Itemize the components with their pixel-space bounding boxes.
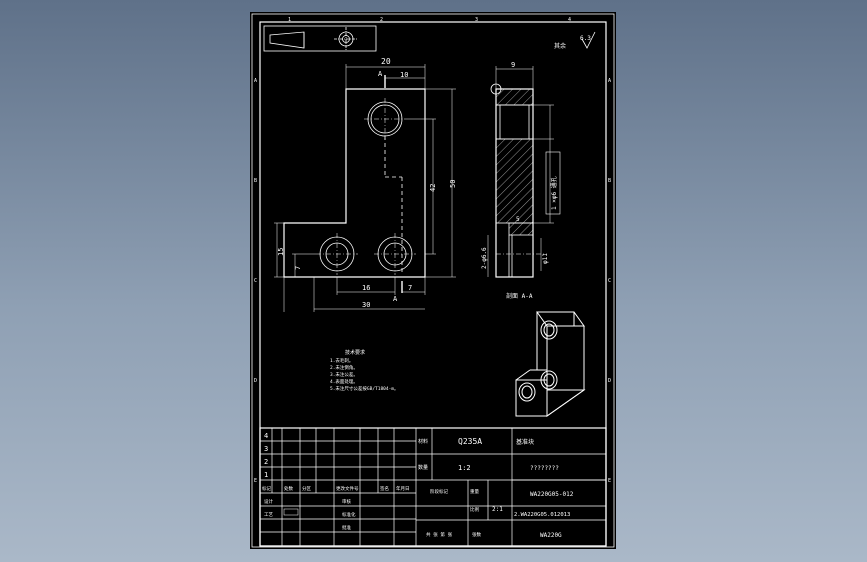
rev-row-2: 2 <box>264 458 268 466</box>
dim-9: 9 <box>511 61 515 69</box>
roughness-symbol: 6.3 其余 <box>554 31 596 50</box>
drawing-subtitle: ???????? <box>530 465 559 472</box>
scale-value: 2:1 <box>492 506 503 513</box>
zone-left-c: C <box>254 278 257 284</box>
section-line <box>384 136 403 274</box>
role-process: 工艺 <box>264 512 273 518</box>
tech-req-line-3: 3.未注公差。 <box>330 371 358 378</box>
header-sign: 签名 <box>380 485 389 492</box>
side-section-view: 9 1 ×φ6 通孔 5 2-φ6.6 φ11 剖面 A-A <box>481 61 561 300</box>
role-approve: 批准 <box>342 524 351 531</box>
dim-phi-11: φ11 <box>542 253 549 264</box>
drawing-title: 基准块 <box>516 438 534 446</box>
header-count: 处数 <box>284 485 293 492</box>
title-block: 4 3 2 1 标记 处数 分区 更改文件号 签名 年月日 设计 审核 工艺 标… <box>259 427 607 547</box>
zone-right-a: A <box>608 78 611 84</box>
tech-req-line-1: 1.去毛刺。 <box>330 357 353 364</box>
weight-label: 重量 <box>470 488 479 495</box>
zone-markers: 1 2 3 4 A B C D E A B C D E <box>254 17 611 484</box>
dim-2-phi-6-6: 2-φ6.6 <box>481 247 488 269</box>
material-value: Q235A <box>458 437 482 446</box>
qty-label: 数量 <box>418 464 428 471</box>
zone-left-a: A <box>254 78 257 84</box>
section-view-label: 剖面 A-A <box>506 292 533 300</box>
zone-top-4: 4 <box>568 17 571 23</box>
hole-callout-box <box>545 151 561 215</box>
front-view: A A 20 10 42 50 15 7 16 <box>274 57 457 312</box>
roughness-other-note: 其余 <box>554 42 566 50</box>
header-date: 年月日 <box>396 485 410 492</box>
zone-top-2: 2 <box>380 17 383 23</box>
tech-req-title: 技术要求 <box>345 349 365 356</box>
stage-label: 阶段标记 <box>430 488 448 495</box>
dim-16: 16 <box>362 284 370 292</box>
zone-right-c: C <box>608 278 611 284</box>
front-outline <box>283 88 426 278</box>
dim-30: 30 <box>362 301 370 309</box>
zone-right-d: D <box>608 378 611 384</box>
dim-7-bottom: 7 <box>408 284 412 292</box>
drawing-canvas: 1 2 3 4 A B C D E A B C D E 6.3 其余 <box>251 13 615 548</box>
sheet-count-label: 共 张 第 张 <box>426 531 453 538</box>
outer-border <box>251 13 615 548</box>
projection-symbol <box>263 25 377 52</box>
truncated-cone-icon <box>269 31 305 49</box>
hole-callout: 1 ×φ6 通孔 <box>550 176 558 210</box>
header-change-doc: 更改文件号 <box>336 485 359 492</box>
qty-value: 1:2 <box>458 464 471 472</box>
sheet-total-label: 张数 <box>472 531 481 538</box>
dim-7-left: 7 <box>294 266 302 270</box>
rev-row-4: 4 <box>264 432 268 440</box>
dim-50: 50 <box>449 180 457 188</box>
isometric-view <box>515 311 586 417</box>
section-mark-top: A <box>378 70 383 78</box>
role-review: 审核 <box>342 498 351 505</box>
drawing-sheet: 1 2 3 4 A B C D E A B C D E 6.3 其余 <box>250 12 616 549</box>
tech-req-line-5: 5.未注尺寸公差按GB/T1804-m。 <box>330 385 399 392</box>
header-mark: 标记 <box>262 485 271 492</box>
scale-label: 比例 <box>470 506 479 513</box>
zone-right-e: E <box>608 478 611 484</box>
zone-top-3: 3 <box>475 17 478 23</box>
drawing-code-3: WA220G <box>540 532 562 539</box>
dim-20: 20 <box>381 57 391 66</box>
header-zone: 分区 <box>302 485 311 492</box>
tech-req-line-2: 2.未注倒角。 <box>330 364 358 371</box>
zone-top-1: 1 <box>288 17 291 23</box>
role-standard: 标准化 <box>342 511 356 518</box>
technical-requirements: 技术要求 1.去毛刺。 2.未注倒角。 3.未注公差。 4.表面处理。 5.未注… <box>330 349 399 392</box>
rev-row-3: 3 <box>264 445 268 453</box>
drawing-code-1: WA220G05-012 <box>530 491 574 498</box>
zone-left-b: B <box>254 178 257 184</box>
hatch-region-top <box>495 88 534 106</box>
dim-15: 15 <box>277 248 285 256</box>
section-mark-bottom: A <box>393 295 398 303</box>
hatch-region-middle <box>495 138 534 224</box>
zone-left-d: D <box>254 378 257 384</box>
tech-req-line-4: 4.表面处理。 <box>330 378 358 385</box>
rev-row-1: 1 <box>264 471 268 479</box>
center-lines <box>316 98 416 275</box>
dim-42: 42 <box>429 184 437 192</box>
role-design: 设计 <box>264 498 273 505</box>
dim-10: 10 <box>400 71 408 79</box>
drawing-code-2: 2.WA220G05.012013 <box>514 512 570 518</box>
material-label: 材料 <box>418 438 428 445</box>
roughness-value: 6.3 <box>580 35 591 42</box>
zone-right-b: B <box>608 178 611 184</box>
dim-5: 5 <box>516 216 520 223</box>
zone-left-e: E <box>254 478 257 484</box>
